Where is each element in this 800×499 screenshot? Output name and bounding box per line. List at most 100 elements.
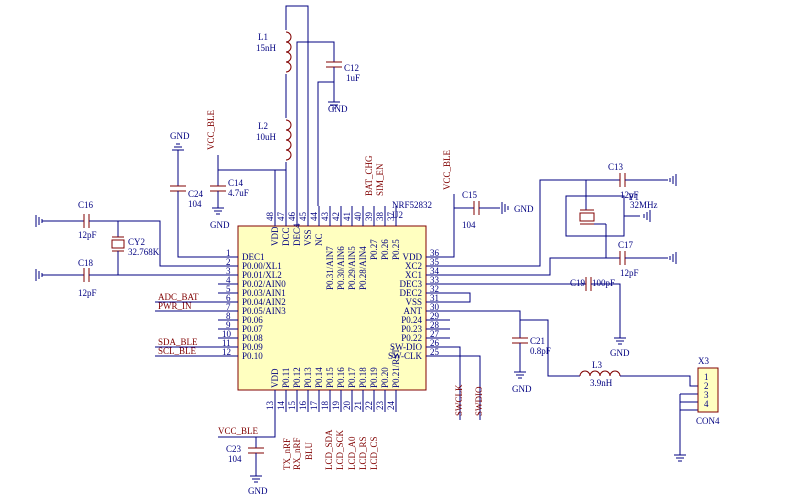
chip-top-pins: 48 47 46 45 44 43 42 41 40 39 38 37 VDD … <box>265 206 401 290</box>
pin-label: P0.02/AIN0 <box>242 279 286 289</box>
inductor-l3 <box>579 370 621 377</box>
crystal-y1-case <box>565 195 625 237</box>
pin-num: 42 <box>331 212 341 221</box>
pin-num: 15 <box>287 401 297 411</box>
pin-label: SW-DIO <box>390 342 422 352</box>
pin-num: 46 <box>287 212 297 222</box>
gnd-symbol <box>673 454 687 462</box>
net-lcd-sck: LCD_SCK <box>335 429 345 470</box>
gnd-symbol <box>669 251 677 265</box>
pin-label: P0.19 <box>369 367 379 388</box>
c21-ref: C21 <box>530 336 545 346</box>
pin-num: 13 <box>265 401 275 411</box>
l2-ref: L2 <box>258 121 268 131</box>
pin-num: 41 <box>342 212 352 221</box>
x3-pin-3: 3 <box>704 390 709 400</box>
gnd-symbol <box>501 201 509 215</box>
pin-label: P0.22 <box>401 333 422 343</box>
pin-label: P0.01/XL2 <box>242 270 282 280</box>
c14-value: 4.7uF <box>228 188 249 198</box>
gnd-label: GND <box>248 486 268 496</box>
gnd-label: GND <box>328 104 348 114</box>
pin-num: 18 <box>320 401 330 411</box>
c24-ref: C24 <box>188 189 204 199</box>
pin-num: 26 <box>430 338 440 348</box>
pin-num: 6 <box>226 293 231 303</box>
pin-label: P0.00/XL1 <box>242 261 282 271</box>
pin-num: 29 <box>430 311 440 321</box>
pin-num: 10 <box>222 329 232 339</box>
left-net-labels: ADC_BAT PWR_IN SDA_BLE SCL_BLE <box>155 292 218 357</box>
net-pwr-in: PWR_IN <box>158 301 192 311</box>
l1-ref: L1 <box>258 32 268 42</box>
pin-label: P0.21/RST <box>391 348 401 388</box>
y1-value: 32MHz <box>630 200 658 210</box>
pin-label: P0.24 <box>401 315 422 325</box>
chip-name: NRF52832 <box>392 200 432 210</box>
pin-label: DCC <box>281 227 291 246</box>
pin-label: P0.31/AIN7 <box>325 246 335 290</box>
pin-label: P0.17 <box>347 367 357 388</box>
crystal-y1-group: C13 12pF Y1 32MHz C17 12pF <box>450 162 677 278</box>
c24-value: 104 <box>188 199 202 209</box>
pin-num: 1 <box>226 248 231 258</box>
net-lcd-sda: LCD_SDA <box>324 429 334 470</box>
pin-num: 36 <box>430 248 440 258</box>
vcc-ble-label: VCC_BLE <box>218 426 259 436</box>
gnd-label: GND <box>170 131 190 141</box>
crystal-y2 <box>111 239 125 249</box>
chip-ref: U2 <box>392 210 403 220</box>
c18-ref: C18 <box>78 258 94 268</box>
chip-right-pins: 36 35 34 33 32 31 30 29 28 27 26 25 VDD … <box>388 248 450 361</box>
pin-num: 27 <box>430 329 440 339</box>
pin-label: DEC3 <box>400 279 423 289</box>
pin-label: P0.16 <box>336 367 346 388</box>
gnd-label: GND <box>610 348 630 358</box>
pin-num: 24 <box>386 401 396 411</box>
pin-label: P0.09 <box>242 342 263 352</box>
c23-ref: C23 <box>226 444 242 454</box>
c13-value: 12pF <box>620 190 639 200</box>
pin-num: 32 <box>430 284 439 294</box>
pin-num: 16 <box>298 401 308 411</box>
pin-num: 25 <box>430 347 440 357</box>
c16-ref: C16 <box>78 200 94 210</box>
bottom-net-labels: TX_nRF RX_nRF BLU LCD_SDA LCD_SCK LCD_A0… <box>282 429 379 470</box>
nrf52832-chip: NRF52832 U2 <box>237 200 432 391</box>
pin-num: 30 <box>430 302 440 312</box>
c23-value: 104 <box>228 454 242 464</box>
gnd-symbol <box>35 214 43 228</box>
pin-label: P0.14 <box>314 367 324 388</box>
net-rx-nrf: RX_nRF <box>292 437 302 470</box>
pin-label: P0.05/AIN3 <box>242 306 286 316</box>
pin-label: P0.07 <box>242 324 263 334</box>
pin-num: 12 <box>222 347 231 357</box>
pin-label: NC <box>314 233 324 246</box>
x3-pin-4: 4 <box>704 399 709 409</box>
net-blu: BLU <box>304 441 314 460</box>
c13-ref: C13 <box>608 162 624 172</box>
c17-ref: C17 <box>618 240 634 250</box>
inductor-l2 <box>285 119 292 161</box>
pin-label: P0.10 <box>242 351 263 361</box>
pin-num: 40 <box>353 212 363 222</box>
pin-label: VSS <box>303 229 313 246</box>
pin-num: 33 <box>430 275 440 285</box>
pin-num: 19 <box>331 401 341 411</box>
c19-ref: C19 <box>570 278 586 288</box>
gnd-symbol <box>249 475 263 483</box>
pin-label: SW-CLK <box>388 351 423 361</box>
gnd-symbol <box>211 207 225 215</box>
pin-num: 47 <box>276 212 286 222</box>
pin-label: P0.06 <box>242 315 263 325</box>
c19-value: 100pF <box>592 278 615 288</box>
pin-label: VDD <box>270 226 280 246</box>
l3-ref: L3 <box>592 360 602 370</box>
pin-label: XC2 <box>405 261 422 271</box>
pin-label: P0.26 <box>380 239 390 260</box>
pin-label: P0.23 <box>401 324 422 334</box>
gnd-symbol <box>643 209 651 223</box>
pin-num: 5 <box>226 284 231 294</box>
pin-num: 23 <box>375 401 385 411</box>
